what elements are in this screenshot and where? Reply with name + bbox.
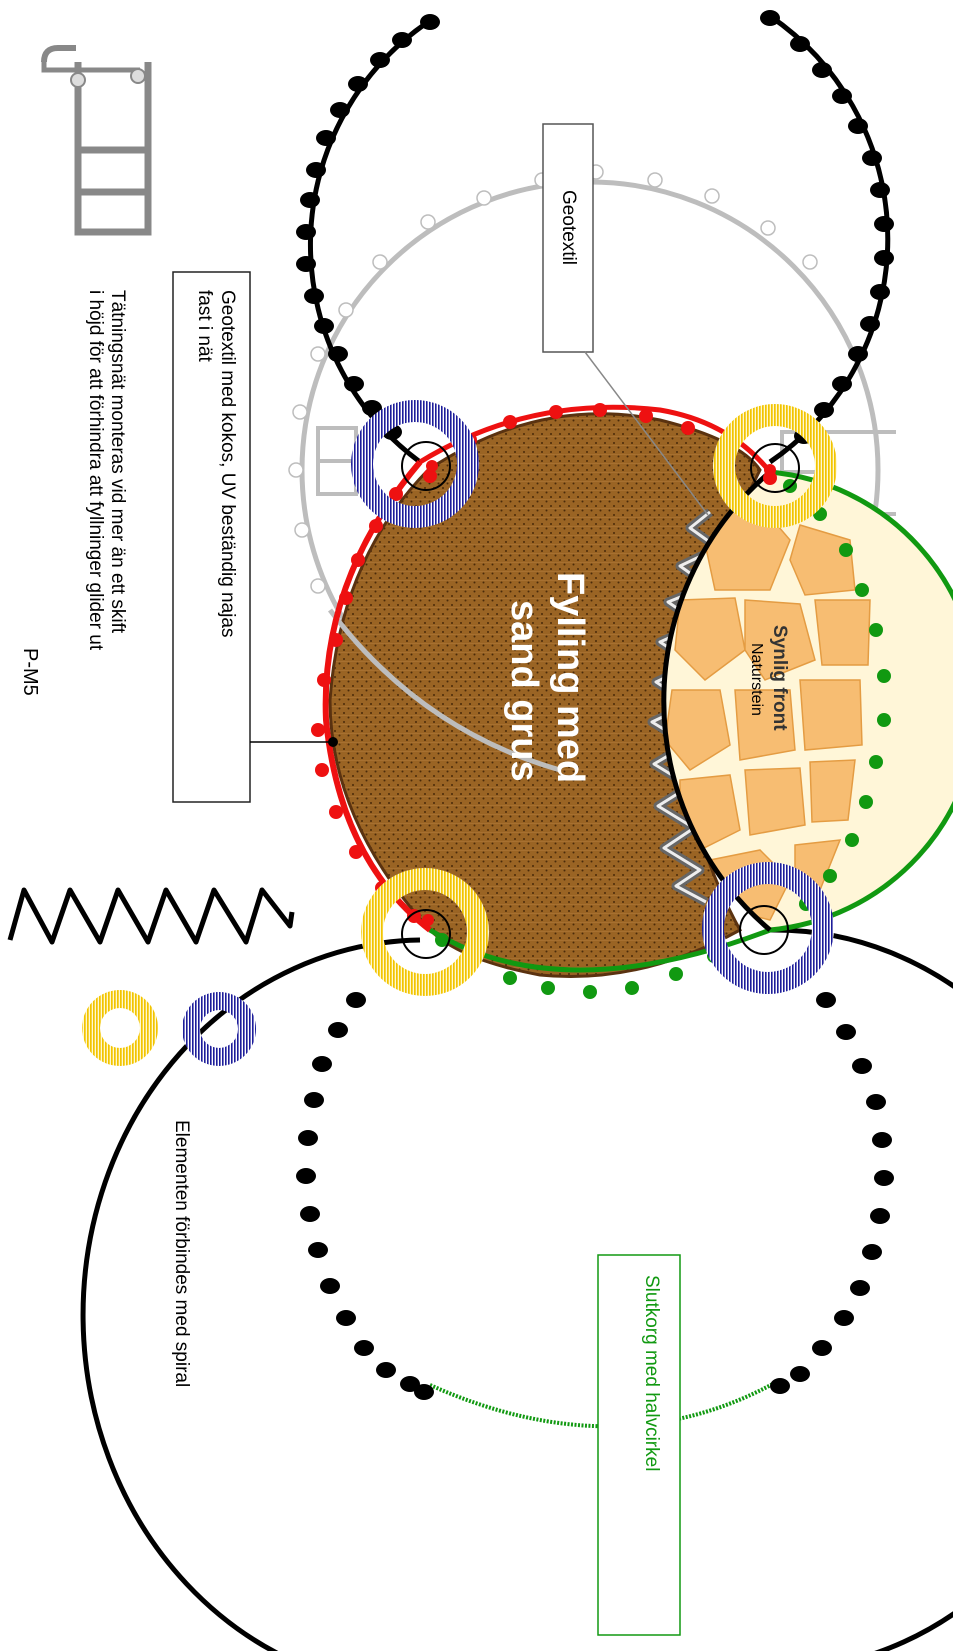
geotextil-kokos-label-box — [172, 271, 251, 803]
spiral-note: Elementen förbindes med spiral — [171, 1120, 192, 1387]
spiral-icon — [7, 887, 295, 945]
yellow-ring-upper-right — [712, 404, 838, 529]
top-black-basket — [296, 10, 894, 465]
geotextil-kokos-label-line1: Geotextil med kokos, UV beständig najas — [217, 290, 238, 637]
basket-top-view-icon — [41, 45, 152, 236]
fill-label-line2: sand grus — [503, 600, 545, 782]
end-basket-label-box — [597, 1254, 681, 1636]
tatningsnat-label-line1: Tätningsnät monteras vid mer än ett skif… — [107, 290, 128, 634]
blue-ring-icon — [182, 992, 256, 1066]
front-subtitle: Naturstein — [748, 643, 765, 716]
geotextil-leader-line — [584, 351, 709, 516]
geotextil-label: Geotextil — [558, 190, 579, 265]
blue-ring-lower-right — [702, 862, 834, 994]
tatningsnat-label-line2: i höjd för att förhindra att fyllninger … — [85, 290, 106, 651]
front-title: Synlig front — [769, 625, 790, 731]
geotextil-kokos-label-line2: fast i nät — [194, 290, 215, 363]
bottom-black-basket — [80, 927, 953, 1651]
geotextil-label-box — [542, 123, 594, 353]
end-basket-label: Slutkorg med halvcirkel — [641, 1275, 662, 1471]
blue-ring-upper-left — [351, 400, 479, 528]
yellow-ring-lower-left — [361, 868, 489, 996]
page-code: P-M5 — [19, 648, 41, 696]
yellow-ring-icon — [82, 990, 158, 1066]
connection-markers — [401, 441, 800, 959]
fill-label-line1: Fylling med — [549, 572, 591, 783]
